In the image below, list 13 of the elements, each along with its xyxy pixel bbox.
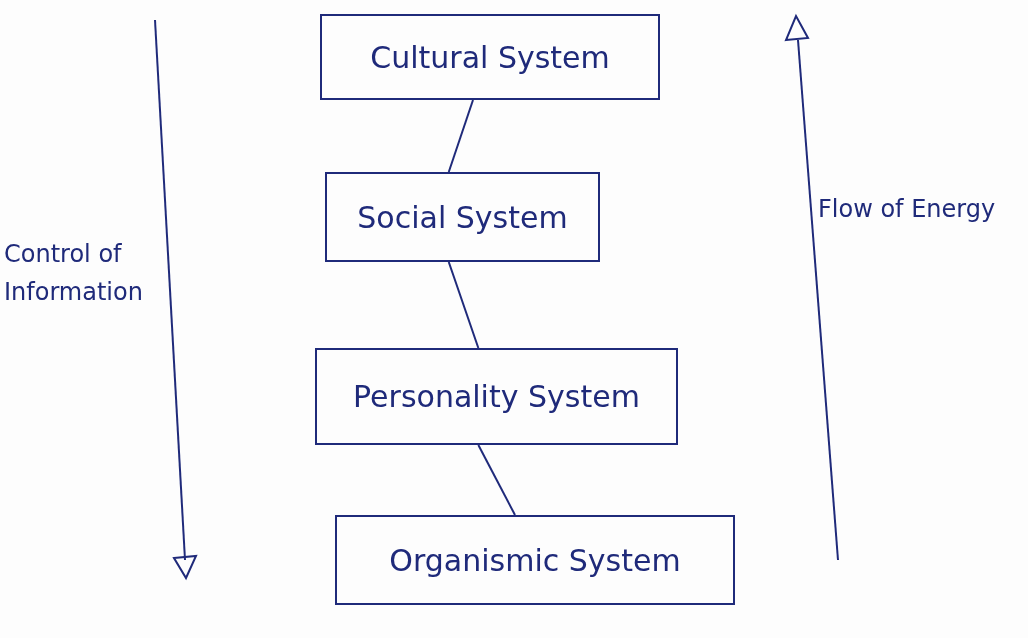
box-label: Personality System — [353, 379, 640, 414]
axis-label: Flow of Energy — [818, 194, 997, 225]
connector-line — [447, 261, 480, 349]
axis-label: Control of Information — [4, 239, 144, 309]
connector-line — [447, 99, 474, 173]
box-label: Cultural System — [370, 39, 610, 75]
box-label: Organismic System — [389, 542, 681, 578]
system-box — [325, 172, 600, 262]
system-box — [335, 515, 735, 605]
system-box — [320, 14, 660, 100]
box-label: Social System — [357, 199, 568, 235]
system-box — [315, 348, 678, 445]
connector-line — [477, 444, 516, 516]
